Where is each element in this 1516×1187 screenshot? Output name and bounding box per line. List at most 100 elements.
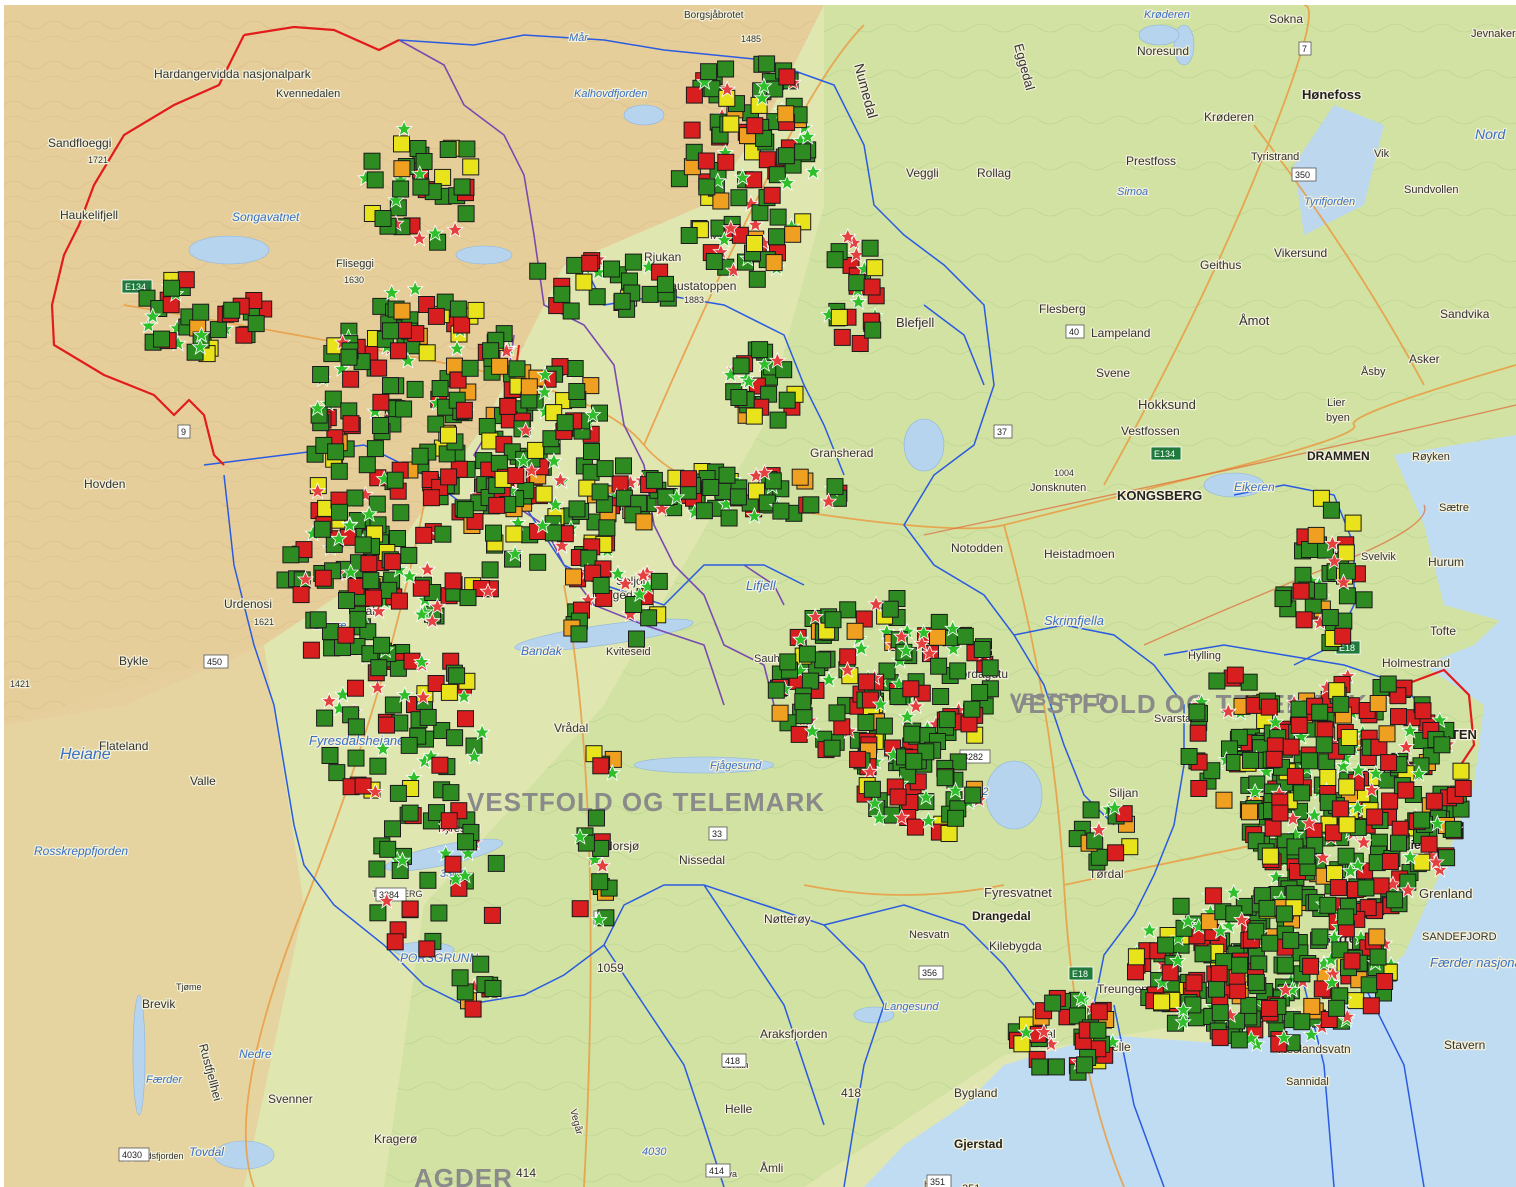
observation-square-marker[interactable] bbox=[1438, 849, 1456, 867]
observation-square-marker[interactable] bbox=[581, 254, 599, 272]
observation-square-marker[interactable] bbox=[1293, 1013, 1311, 1031]
observation-square-marker[interactable] bbox=[386, 471, 404, 489]
observation-square-marker[interactable] bbox=[478, 418, 496, 435]
observation-square-marker[interactable] bbox=[700, 63, 718, 81]
observation-square-marker[interactable] bbox=[1229, 982, 1247, 1000]
observation-square-marker[interactable] bbox=[153, 330, 170, 348]
observation-square-marker[interactable] bbox=[625, 596, 643, 613]
observation-square-marker[interactable] bbox=[640, 609, 658, 627]
observation-square-marker[interactable] bbox=[765, 254, 783, 272]
observation-square-marker[interactable] bbox=[247, 315, 265, 333]
observation-square-marker[interactable] bbox=[508, 360, 526, 378]
observation-square-marker[interactable] bbox=[680, 227, 698, 244]
observation-square-marker[interactable] bbox=[337, 626, 355, 644]
observation-square-marker[interactable] bbox=[1347, 992, 1365, 1010]
observation-square-marker[interactable] bbox=[1321, 609, 1339, 626]
observation-square-marker[interactable] bbox=[556, 414, 574, 432]
observation-square-marker[interactable] bbox=[434, 525, 452, 543]
observation-square-marker[interactable] bbox=[1241, 803, 1258, 821]
observation-square-marker[interactable] bbox=[446, 729, 464, 747]
observation-square-marker[interactable] bbox=[846, 622, 864, 640]
observation-square-marker[interactable] bbox=[1378, 725, 1396, 743]
observation-square-marker[interactable] bbox=[758, 151, 776, 169]
observation-square-marker[interactable] bbox=[393, 160, 411, 178]
observation-square-marker[interactable] bbox=[905, 752, 923, 770]
observation-square-marker[interactable] bbox=[641, 285, 659, 303]
observation-square-marker[interactable] bbox=[670, 170, 688, 188]
observation-square-marker[interactable] bbox=[553, 285, 571, 303]
observation-square-marker[interactable] bbox=[1433, 736, 1451, 754]
observation-square-marker[interactable] bbox=[389, 530, 406, 547]
observation-square-marker[interactable] bbox=[1292, 582, 1310, 600]
observation-square-marker[interactable] bbox=[368, 860, 386, 878]
observation-square-marker[interactable] bbox=[1355, 591, 1373, 609]
observation-square-marker[interactable] bbox=[1338, 562, 1356, 580]
observation-square-marker[interactable] bbox=[702, 479, 720, 496]
observation-square-marker[interactable] bbox=[292, 586, 310, 604]
observation-square-marker[interactable] bbox=[790, 725, 808, 743]
observation-square-marker[interactable] bbox=[1338, 587, 1356, 605]
observation-square-marker[interactable] bbox=[340, 348, 358, 366]
observation-square-marker[interactable] bbox=[384, 696, 402, 714]
observation-square-marker[interactable] bbox=[444, 572, 462, 590]
observation-square-marker[interactable] bbox=[748, 270, 766, 288]
observation-square-marker[interactable] bbox=[1031, 1058, 1049, 1076]
observation-square-marker[interactable] bbox=[1343, 952, 1361, 970]
observation-square-marker[interactable] bbox=[491, 357, 509, 375]
observation-square-marker[interactable] bbox=[505, 525, 523, 543]
observation-square-marker[interactable] bbox=[717, 60, 735, 78]
observation-square-marker[interactable] bbox=[370, 359, 388, 377]
observation-square-marker[interactable] bbox=[1082, 801, 1100, 819]
observation-square-marker[interactable] bbox=[751, 204, 769, 222]
observation-square-marker[interactable] bbox=[461, 359, 479, 377]
observation-square-marker[interactable] bbox=[411, 447, 429, 465]
observation-square-marker[interactable] bbox=[430, 904, 448, 922]
observation-square-marker[interactable] bbox=[964, 786, 982, 804]
observation-square-marker[interactable] bbox=[1172, 897, 1190, 915]
observation-square-marker[interactable] bbox=[312, 366, 330, 383]
observation-square-marker[interactable] bbox=[732, 357, 750, 375]
observation-square-marker[interactable] bbox=[717, 153, 735, 171]
observation-square-marker[interactable] bbox=[861, 239, 879, 257]
observation-square-marker[interactable] bbox=[316, 709, 334, 727]
observation-square-marker[interactable] bbox=[712, 192, 730, 210]
observation-square-marker[interactable] bbox=[705, 253, 723, 270]
observation-square-marker[interactable] bbox=[588, 809, 605, 827]
observation-square-marker[interactable] bbox=[1247, 973, 1265, 991]
observation-square-marker[interactable] bbox=[393, 302, 411, 320]
observation-square-marker[interactable] bbox=[427, 307, 445, 325]
observation-square-marker[interactable] bbox=[575, 273, 593, 291]
observation-square-marker[interactable] bbox=[932, 688, 950, 705]
observation-square-marker[interactable] bbox=[1260, 999, 1278, 1017]
observation-square-marker[interactable] bbox=[331, 503, 348, 521]
observation-square-marker[interactable] bbox=[746, 117, 764, 135]
observation-square-marker[interactable] bbox=[520, 378, 538, 396]
observation-square-marker[interactable] bbox=[467, 301, 485, 319]
observation-square-marker[interactable] bbox=[368, 495, 386, 513]
observation-square-marker[interactable] bbox=[1390, 708, 1407, 726]
observation-square-marker[interactable] bbox=[1311, 928, 1329, 946]
observation-square-marker[interactable] bbox=[973, 641, 991, 658]
observation-square-marker[interactable] bbox=[366, 171, 384, 189]
observation-square-marker[interactable] bbox=[527, 441, 545, 459]
observation-square-marker[interactable] bbox=[566, 360, 584, 377]
observation-square-marker[interactable] bbox=[828, 704, 846, 722]
observation-square-marker[interactable] bbox=[456, 501, 474, 519]
observation-square-marker[interactable] bbox=[1340, 729, 1358, 746]
observation-square-marker[interactable] bbox=[369, 904, 387, 922]
observation-square-marker[interactable] bbox=[1211, 1029, 1229, 1047]
observation-square-marker[interactable] bbox=[1200, 913, 1218, 931]
observation-square-marker[interactable] bbox=[458, 140, 476, 158]
observation-square-marker[interactable] bbox=[321, 747, 339, 764]
observation-square-marker[interactable] bbox=[372, 417, 389, 434]
observation-square-marker[interactable] bbox=[440, 812, 458, 830]
observation-square-marker[interactable] bbox=[778, 391, 796, 409]
observation-square-marker[interactable] bbox=[400, 546, 418, 564]
observation-square-marker[interactable] bbox=[592, 839, 610, 857]
observation-square-marker[interactable] bbox=[412, 579, 430, 597]
observation-square-marker[interactable] bbox=[342, 415, 360, 433]
observation-square-marker[interactable] bbox=[484, 980, 502, 997]
observation-square-marker[interactable] bbox=[863, 278, 881, 296]
observation-square-marker[interactable] bbox=[1454, 780, 1472, 797]
observation-square-marker[interactable] bbox=[772, 502, 790, 520]
